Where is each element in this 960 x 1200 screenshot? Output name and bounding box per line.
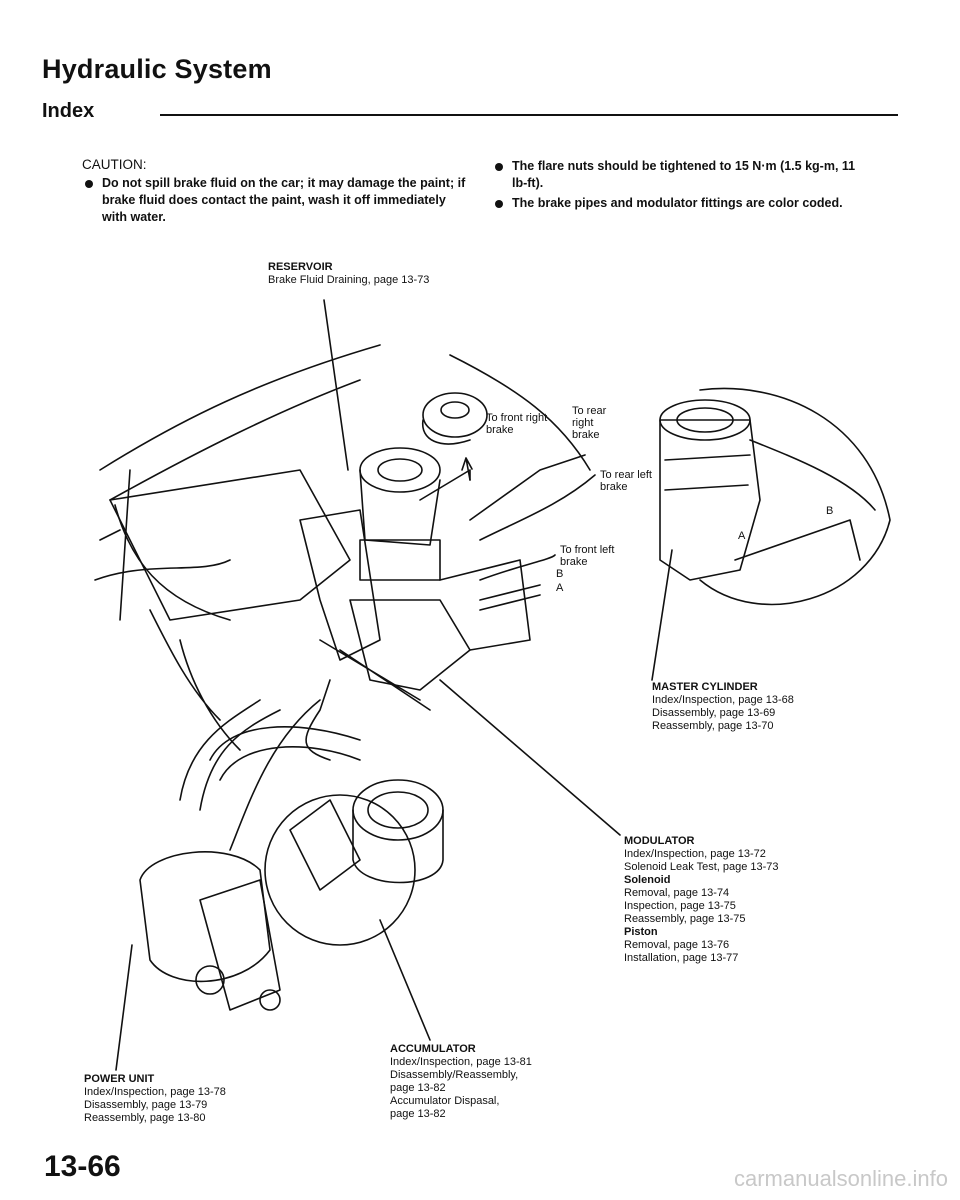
pipe-rear-left: [479, 474, 596, 541]
flow-port-b: B: [556, 568, 564, 580]
callout-modulator-line: Inspection, page 13-75: [624, 900, 736, 912]
section-subtitle: Index: [42, 100, 95, 122]
caution-item: Do not spill brake fluid on the car; it …: [82, 175, 472, 226]
callout-modulator-subhead: Piston: [624, 926, 658, 938]
callout-accumulator-line: page 13-82: [390, 1108, 446, 1120]
body-panel-outline: [99, 344, 381, 751]
callout-master-cylinder-line: Index/Inspection, page 13-68: [652, 694, 794, 706]
callout-modulator-line: Index/Inspection, page 13-72: [624, 848, 766, 860]
brake-booster: [699, 387, 891, 606]
master-cylinder-port-b: B: [826, 505, 834, 517]
accumulator-cap: [352, 779, 444, 841]
page-number: 13-66: [44, 1150, 121, 1183]
watermark: carmanualsonline.info: [733, 1166, 948, 1191]
flow-port-a: A: [556, 582, 564, 594]
reservoir-cap: [359, 447, 441, 493]
callout-master-cylinder: MASTER CYLINDER Index/Inspection, page 1…: [652, 681, 892, 733]
callout-power-unit-line: Reassembly, page 13-80: [84, 1112, 206, 1124]
power-unit-motor: [139, 851, 271, 983]
callout-reservoir-name: RESERVOIR: [268, 261, 333, 273]
header-rule: [160, 114, 898, 116]
callout-accumulator-line: Disassembly/Reassembly,: [390, 1069, 519, 1081]
pipe-rear-right: [469, 454, 586, 521]
flow-label-rear-left: To rear left brake: [600, 469, 652, 493]
callout-modulator-subhead: Solenoid: [624, 874, 671, 886]
callout-accumulator-name: ACCUMULATOR: [390, 1043, 476, 1055]
callout-accumulator-line: Index/Inspection, page 13-81: [390, 1056, 532, 1068]
accumulator-leader: [379, 919, 431, 1041]
callout-master-cylinder-line: Reassembly, page 13-70: [652, 720, 774, 732]
callout-modulator-line: Installation, page 13-77: [624, 952, 739, 964]
flow-label-front-right: To front right brake: [486, 412, 548, 436]
callout-master-cylinder-line: Disassembly, page 13-69: [652, 707, 776, 719]
callout-power-unit-name: POWER UNIT: [84, 1073, 155, 1085]
caution-block: CAUTION: Do not spill brake fluid on the…: [82, 156, 472, 229]
caution-heading: CAUTION:: [82, 157, 147, 172]
flow-label-rear-right: To rear right brake: [572, 405, 607, 441]
pipe-front-left: [479, 554, 556, 581]
modulator-body: [299, 509, 381, 661]
master-cylinder-port-a: A: [738, 530, 746, 542]
callout-accumulator: ACCUMULATOR Index/Inspection, page 13-81…: [390, 1043, 620, 1121]
callout-power-unit-line: Disassembly, page 13-79: [84, 1099, 208, 1111]
callout-modulator-line: Removal, page 13-74: [624, 887, 730, 899]
reservoir-leader: [323, 299, 349, 471]
battery-box-outline: [109, 469, 351, 621]
callout-accumulator-line: page 13-82: [390, 1082, 446, 1094]
flow-label-front-left: To front left brake: [560, 544, 615, 568]
callout-modulator: MODULATOR Index/Inspection, page 13-72 S…: [624, 835, 884, 965]
notes-block: The flare nuts should be tightened to 15…: [492, 156, 872, 215]
master-cylinder-leader: [651, 549, 673, 681]
notes-list: The flare nuts should be tightened to 15…: [492, 158, 872, 212]
callout-reservoir: RESERVOIR Brake Fluid Draining, page 13-…: [268, 261, 498, 287]
callout-reservoir-line: Brake Fluid Draining, page 13-73: [268, 274, 430, 286]
callout-master-cylinder-name: MASTER CYLINDER: [652, 681, 758, 693]
callout-modulator-name: MODULATOR: [624, 835, 695, 847]
pipe-front-right: [419, 469, 471, 501]
callout-accumulator-line: Accumulator Dispasal,: [390, 1095, 500, 1107]
note-item-color-coded: The brake pipes and modulator fittings a…: [492, 195, 872, 212]
callout-modulator-line: Removal, page 13-76: [624, 939, 730, 951]
page-title: Hydraulic System: [42, 54, 272, 84]
callout-modulator-line: Reassembly, page 13-75: [624, 913, 746, 925]
pump-body: [264, 794, 416, 946]
power-unit-leader: [115, 944, 133, 1071]
modulator-leader: [439, 679, 621, 836]
callout-modulator-line: Solenoid Leak Test, page 13-73: [624, 861, 779, 873]
note-item-torque: The flare nuts should be tightened to 15…: [492, 158, 872, 192]
callout-power-unit-line: Index/Inspection, page 13-78: [84, 1086, 226, 1098]
callout-power-unit: POWER UNIT Index/Inspection, page 13-78 …: [84, 1073, 314, 1125]
caution-list: Do not spill brake fluid on the car; it …: [82, 175, 472, 226]
